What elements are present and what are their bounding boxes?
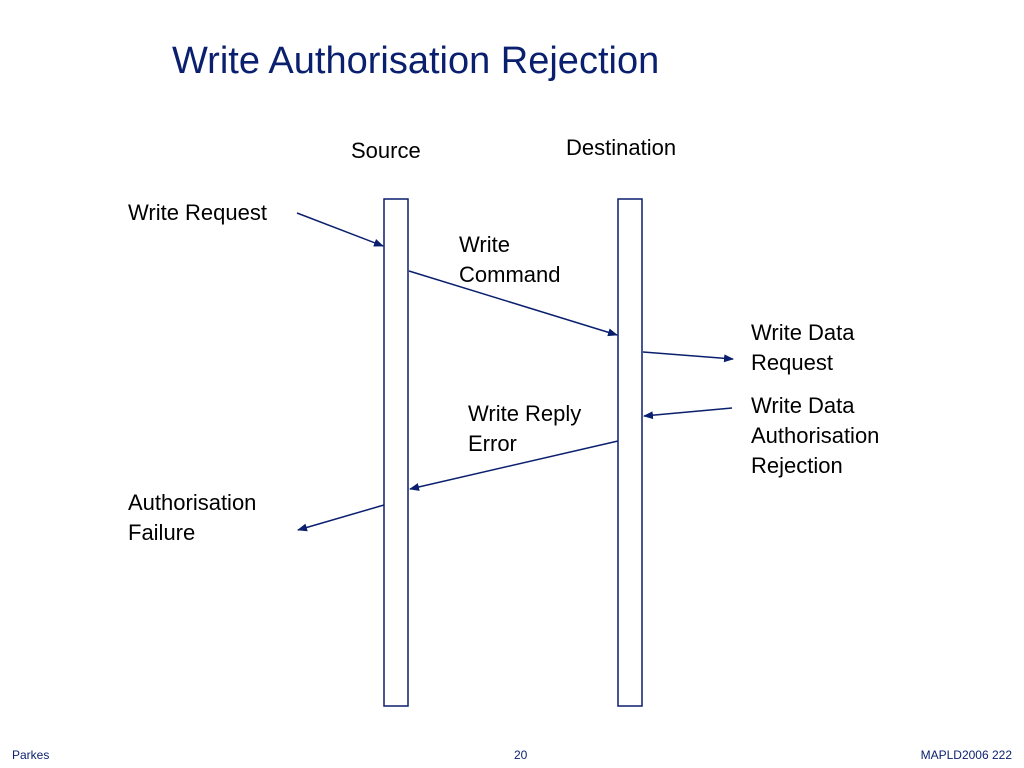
footer-author: Parkes (12, 748, 50, 762)
source-lifeline-bar (383, 198, 409, 707)
lifeline-label-source: Source (351, 138, 421, 163)
label-line: Error (468, 431, 517, 456)
destination-lifeline-bar (617, 198, 643, 707)
label-line: Write Data (751, 393, 855, 418)
arrow-write-reply-error (409, 440, 619, 491)
label-write-command: Write Command (459, 230, 560, 290)
label-line: Authorisation (128, 490, 257, 515)
arrow-write-request (296, 212, 384, 247)
label-line: Authorisation (751, 423, 880, 448)
label-authorisation-failure: Authorisation Failure (128, 488, 256, 548)
label-write-reply-error: Write Reply Error (468, 399, 581, 459)
label-line: Rejection (751, 453, 843, 478)
label-write-data-request: Write Data Request (751, 318, 855, 378)
label-write-data-authorisation-rejection: Write Data Authorisation Rejection (751, 391, 879, 481)
footer-reference: MAPLD2006 222 (920, 748, 1012, 762)
label-line: Command (459, 262, 561, 287)
label-line: Failure (128, 520, 196, 545)
arrow-write-data-request (642, 351, 734, 363)
page-title: Write Authorisation Rejection (172, 40, 660, 82)
label-write-request: Write Request (128, 200, 267, 225)
arrow-authorisation-failure (297, 504, 385, 532)
footer-page-number: 20 (514, 748, 528, 762)
arrow-write-data-authorisation-rejection (643, 407, 733, 420)
label-line: Write Data (751, 320, 855, 345)
label-line: Write (459, 232, 510, 257)
arrow-write-command (408, 270, 618, 337)
label-line: Write Reply (468, 401, 582, 426)
label-line: Request (751, 350, 833, 375)
lifeline-label-destination: Destination (566, 135, 677, 160)
